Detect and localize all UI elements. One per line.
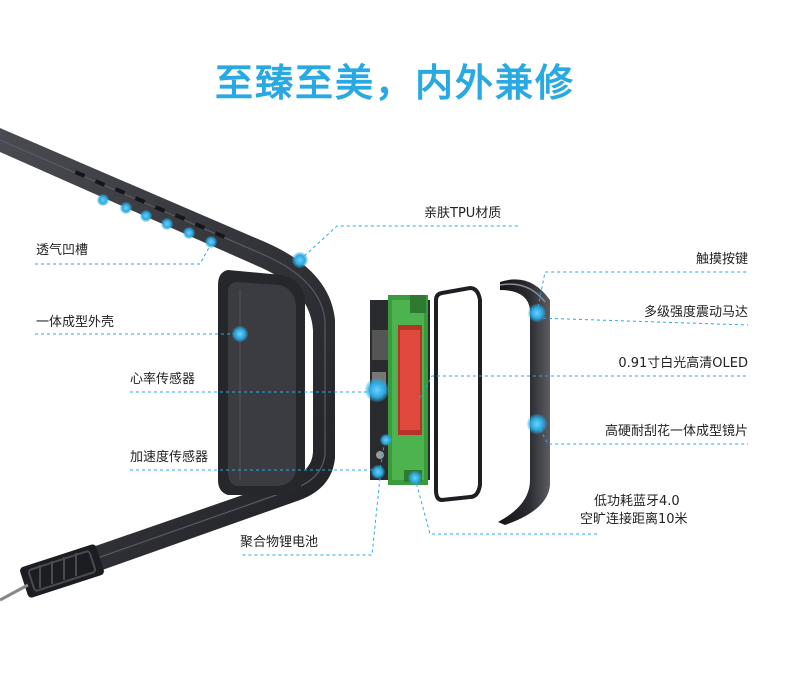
bluetooth-dot (408, 471, 422, 485)
tpu-dot (292, 252, 308, 268)
label-vibration-motor: 多级强度震动马达 (643, 305, 748, 320)
groove-dot (140, 210, 152, 222)
top-lens (498, 279, 550, 525)
groove-dot (97, 194, 109, 206)
groove-dot (161, 218, 173, 230)
label-one-piece-shell: 一体成型外壳 (36, 315, 115, 330)
label-breathing-groove: 透气凹槽 (36, 243, 89, 258)
strap-clasp (0, 544, 104, 602)
heart-sensor-dot (365, 378, 389, 402)
headline: 至臻至美，内外兼修 (214, 61, 575, 105)
accel-dot (380, 434, 392, 446)
oled-frame (434, 285, 482, 503)
touch-key-dot (528, 304, 546, 322)
label-accelerometer: 加速度传感器 (130, 450, 209, 465)
battery-dot (371, 465, 385, 479)
lens-dot (527, 414, 547, 434)
label-bluetooth-line1: 低功耗蓝牙4.0 (594, 494, 680, 509)
strap (0, 128, 335, 585)
groove-dot (205, 236, 217, 248)
label-bluetooth-line2: 空旷连接距离10米 (580, 512, 688, 527)
label-oled: 0.91寸白光高清OLED (618, 356, 748, 371)
label-touch-key: 触摸按键 (695, 252, 748, 267)
leader-lines (35, 225, 749, 556)
highlight-dots (97, 194, 547, 485)
label-battery: 聚合物锂电池 (240, 535, 319, 550)
label-heart-rate-sensor: 心率传感器 (130, 372, 196, 387)
pcb-module (370, 295, 430, 485)
groove-dot (120, 202, 132, 214)
groove-dot (183, 227, 195, 239)
inner-shell (218, 270, 305, 495)
label-tpu-material: 亲肤TPU材质 (424, 206, 502, 221)
label-lens: 高硬耐刮花一体成型镜片 (604, 424, 748, 439)
shell-dot (232, 326, 248, 342)
